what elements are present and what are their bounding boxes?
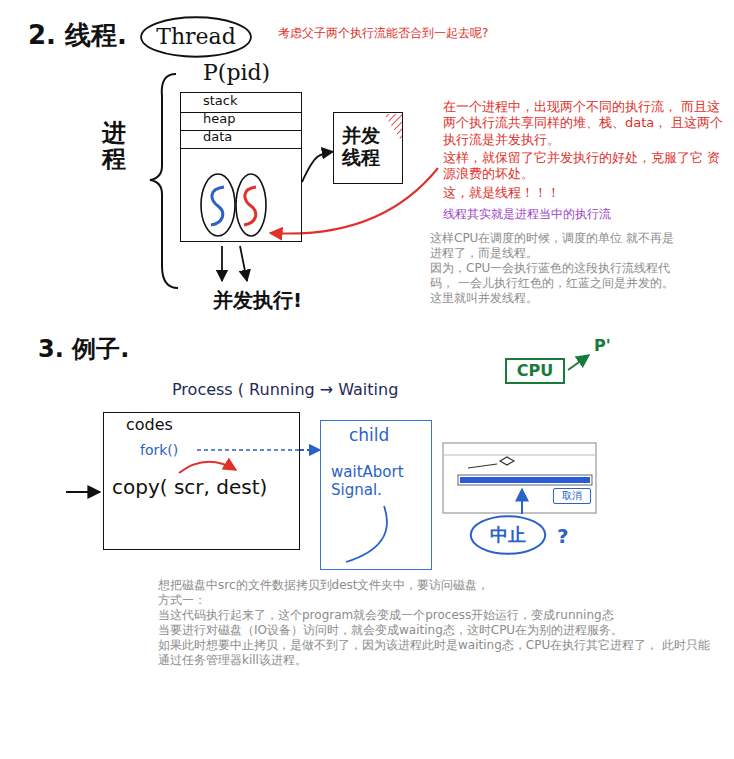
copy-icon-line <box>468 464 497 468</box>
node-label-slot: child <box>349 425 389 445</box>
grey-note: 方式一： <box>158 593 718 608</box>
node-label-slot: stack <box>203 93 238 109</box>
outline-ellipse <box>471 516 545 554</box>
node-label: CPU <box>517 361 553 380</box>
purple-note: 线程其实就是进程当中的执行流 <box>443 207 611 221</box>
down-arrow <box>221 246 223 281</box>
question-mark: ? <box>557 524 569 548</box>
red-note-slot: 这，就是线程！！！ <box>443 185 727 201</box>
node-label: waitAbort Signal. <box>331 463 425 499</box>
grey-note-slot: 如果此时想要中止拷贝，是做不到了，因为该进程此时是waiting态，CPU在执行… <box>158 638 718 668</box>
copy-icon <box>500 457 514 465</box>
grey-note: 如果此时想要中止拷贝，是做不到了，因为该进程此时是waiting态，CPU在执行… <box>158 638 718 668</box>
node-label: copy( scr, dest) <box>112 475 267 499</box>
section-heading-slot: 3. 例子. <box>38 335 129 364</box>
red-note-slot: 这样，就保留了它并发执行的好处，克服了它 资源浪费的坏处。 <box>443 150 727 183</box>
cpu-arrow <box>568 355 589 370</box>
entry-arrow <box>66 491 100 493</box>
memory-segment: stack <box>181 93 301 113</box>
purple-note-slot: 线程其实就是进程当中的执行流 <box>443 207 611 221</box>
vertical-label-slot: 进程 <box>102 120 126 173</box>
red-flow <box>244 187 256 225</box>
child-box: child waitAbort Signal. <box>320 420 432 570</box>
red-note: 这，就是线程！！！ <box>443 185 727 201</box>
progress-outline <box>458 475 592 485</box>
node-label-slot: waitAbort Signal. <box>331 463 425 499</box>
node-label: 取消 <box>562 490 582 502</box>
connector <box>302 152 333 182</box>
grey-note: 当要进行对磁盘（IO设备）访问时，就会变成waiting态，这时CPU在为别的进… <box>158 623 718 638</box>
grey-note-slot: 想把磁盘中src的文件数据拷贝到dest文件夹中，要访问磁盘， <box>158 578 718 593</box>
node-label: fork() <box>140 442 178 459</box>
result-label-slot: 并发执行! <box>213 288 302 312</box>
left-brace <box>150 74 178 288</box>
node-label: codes <box>126 415 173 434</box>
signal-curve <box>346 506 387 562</box>
flow-oval <box>201 174 235 236</box>
node-label-slot: codes <box>126 415 173 434</box>
hatch-mark <box>384 114 402 142</box>
grey-note: 想把磁盘中src的文件数据拷贝到dest文件夹中，要访问磁盘， <box>158 578 718 593</box>
circled-term: Thread <box>140 16 252 58</box>
process-label: P' <box>594 336 611 355</box>
node-label-slot: heap <box>203 111 235 127</box>
abort-arrow <box>521 489 523 514</box>
grey-note-slot: 这样CPU在调度的时候，调度的单位 就不再是进程了，而是线程。 <box>430 231 685 261</box>
memory-segment: heap <box>181 111 301 131</box>
grey-note-slot: 当要进行对磁盘（IO设备）访问时，就会变成waiting态，这时CPU在为别的进… <box>158 623 718 638</box>
thread-box: 并发线程 <box>333 112 403 184</box>
grey-note-slot: 因为，CPU一会执行蓝色的这段执行流线程代码， 一会儿执行红色的，红蓝之间是并发… <box>430 261 685 306</box>
grey-note-slot: 当这代码执行起来了，这个program就会变成一个process开始运行，变成r… <box>158 608 718 623</box>
copy-arc <box>179 462 236 473</box>
section-heading-slot: 2. 线程. <box>28 20 127 51</box>
node-label-slot: data <box>203 129 232 145</box>
node-label-slot: P(pid) <box>203 60 270 86</box>
node-label: Thread <box>156 24 236 50</box>
window-frame <box>443 443 596 513</box>
fork-dash <box>197 449 299 451</box>
node-label: 并发线程 <box>342 125 382 169</box>
grey-note-slot: 方式一： <box>158 593 718 608</box>
section-heading: 3. 例子. <box>38 335 129 364</box>
outline-ellipse <box>141 17 251 56</box>
grey-note: 因为，CPU一会执行蓝色的这段执行流线程代码， 一会儿执行红色的，红蓝之间是并发… <box>430 261 685 306</box>
flow-oval <box>236 174 266 236</box>
progress-bar <box>460 477 590 483</box>
result-label: 并发执行! <box>213 288 302 312</box>
connector <box>300 449 320 451</box>
red-note: 在一个进程中，出现两个不同的执行流， 而且这两个执行流共享同样的堆、栈、data… <box>443 99 727 148</box>
down-arrow <box>240 246 247 281</box>
node-label: 中止 <box>490 524 526 546</box>
grey-note: 当这代码执行起来了，这个program就会变成一个process开始运行，变成r… <box>158 608 718 623</box>
question-note-slot: 考虑父子两个执行流能否合到一起去呢? <box>278 26 488 40</box>
memory-segment: data <box>181 129 301 149</box>
cpu-box: CPU <box>505 358 565 384</box>
window-titlebar <box>443 455 596 456</box>
node-label: P(pid) <box>203 60 270 86</box>
node-label: child <box>349 425 389 445</box>
blue-flow <box>211 187 224 225</box>
state-heading-slot: Process ( Running → Waiting <box>172 380 398 399</box>
node-label: heap <box>203 111 235 127</box>
node-label-slot: 并发线程 <box>342 125 382 169</box>
red-note: 这样，就保留了它并发执行的好处，克服了它 资源浪费的坏处。 <box>443 150 727 183</box>
grey-note: 这样CPU在调度的时候，调度的单位 就不再是进程了，而是线程。 <box>430 231 685 261</box>
process-box: P(pid)stackheapdata <box>180 92 302 242</box>
node-label: data <box>203 129 232 145</box>
state-heading: Process ( Running → Waiting <box>172 380 398 399</box>
process-label-slot: P' <box>594 336 611 355</box>
vertical-label: 进程 <box>102 120 126 173</box>
code-box: codes fork() copy( scr, dest) <box>103 412 300 550</box>
note-arrow <box>270 168 438 234</box>
node-label-slot: copy( scr, dest) <box>112 475 267 499</box>
circled-note: 中止 <box>470 515 546 555</box>
node-label-slot: fork() <box>140 442 178 459</box>
cancel-button: 取消 <box>553 488 591 504</box>
question-note: 考虑父子两个执行流能否合到一起去呢? <box>278 26 488 40</box>
node-label: stack <box>203 93 238 109</box>
question-mark-slot: ? <box>557 524 569 548</box>
red-note-slot: 在一个进程中，出现两个不同的执行流， 而且这两个执行流共享同样的堆、栈、data… <box>443 99 727 148</box>
section-heading: 2. 线程. <box>28 20 127 51</box>
